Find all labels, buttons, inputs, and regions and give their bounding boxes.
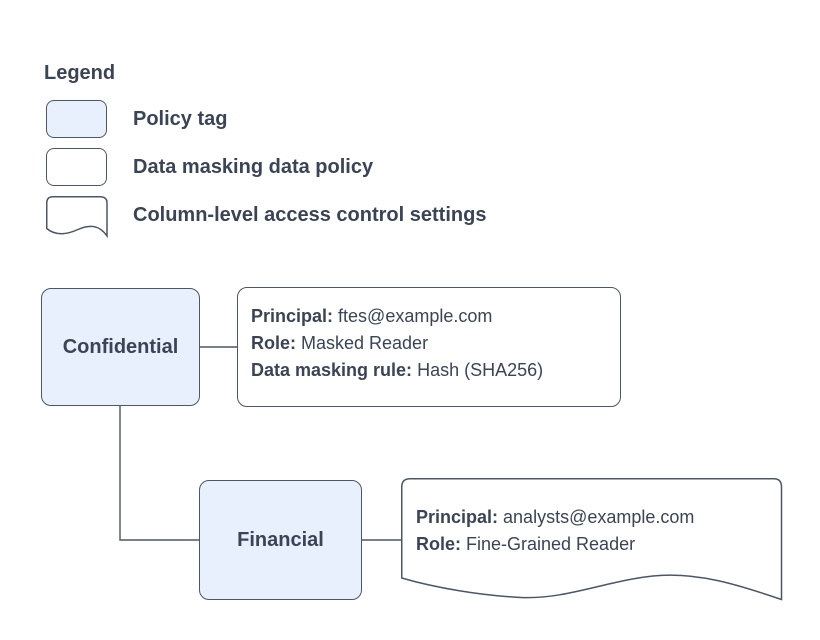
legend-label-data-masking-policy: Data masking data policy: [133, 156, 374, 178]
legend-title: Legend: [44, 62, 116, 84]
access-control-document-shape: [401, 478, 783, 601]
policy-line-role: Role: Fine-Grained Reader: [416, 534, 636, 554]
policy-line-principal: Principal: analysts@example.com: [416, 507, 695, 527]
legend-swatch-policy-tag: [46, 100, 107, 138]
legend-swatch-document-shape: [46, 196, 108, 239]
node-financial: Financial: [199, 480, 362, 600]
policy-line-masking-rule: Data masking rule: Hash (SHA256): [251, 360, 544, 380]
edge-confidential-to-financial: [119, 405, 199, 541]
access-control-document-text: Principal: analysts@example.com Role: Fi…: [416, 504, 694, 558]
policy-line-role: Role: Masked Reader: [251, 333, 429, 353]
legend-swatch-data-masking-policy: [46, 148, 107, 186]
legend-label-policy-tag: Policy tag: [133, 108, 228, 130]
policy-line-principal: Principal: ftes@example.com: [251, 306, 493, 326]
node-financial-label: Financial: [237, 528, 324, 551]
legend-label-access-control-settings: Column-level access control settings: [133, 204, 487, 226]
node-confidential-label: Confidential: [62, 335, 179, 358]
data-policy-box-confidential: Principal: ftes@example.com Role: Masked…: [237, 287, 621, 407]
node-confidential: Confidential: [41, 288, 200, 406]
